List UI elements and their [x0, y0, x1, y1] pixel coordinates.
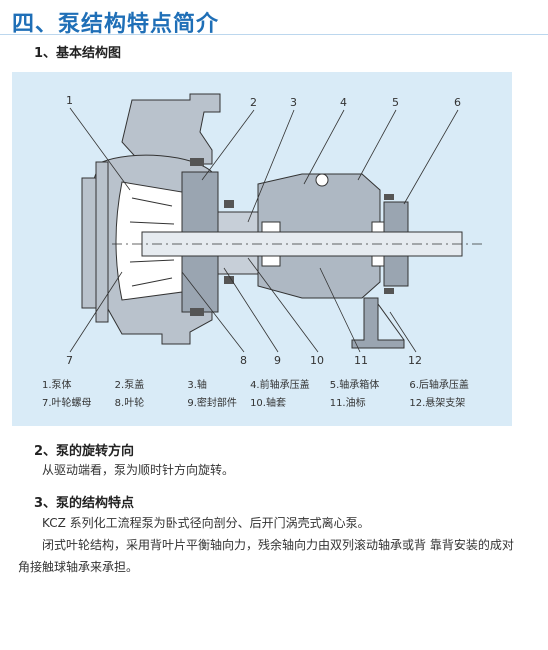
legend-item: 3.轴 [187, 379, 207, 391]
callout-6: 6 [454, 96, 461, 109]
legend-item: 7.叶轮螺母 [42, 397, 92, 409]
features-heading: 3、泵的结构特点 [34, 496, 135, 511]
oil-cup [315, 173, 329, 187]
legend-item: 12.悬架支架 [409, 397, 466, 409]
section-title: 四、泵结构特点简介 [12, 12, 220, 37]
suction-flange-ring [95, 161, 109, 323]
discharge-flange [121, 93, 221, 165]
callout-1: 1 [66, 94, 73, 107]
legend-item: 11.油标 [329, 397, 366, 409]
legend-item: 2.泵盖 [114, 379, 145, 391]
pump-drawing: 1 2 3 4 5 6 7 8 9 10 11 12 [66, 93, 482, 367]
legend-row: 1.泵体 2.泵盖 3.轴 4.前轴承压盖 5.轴承箱体 6.后轴承压盖 [42, 374, 482, 392]
legend-item: 5.轴承箱体 [329, 379, 380, 391]
legend-item: 1.泵体 [42, 379, 72, 391]
callout-2: 2 [250, 96, 257, 109]
legend-item: 4.前轴承压盖 [250, 379, 310, 391]
callout-12: 12 [408, 354, 422, 367]
callout-3: 3 [290, 96, 297, 109]
features-line-2: 闭式叶轮结构，采用背叶片平衡轴向力，残余轴向力由双列滚动轴承或背 靠背安装的成对… [18, 538, 514, 574]
callout-5: 5 [392, 96, 399, 109]
legend-item: 9.密封部件 [187, 397, 237, 409]
bracket-support [351, 297, 405, 349]
pump-structure-diagram: 1 2 3 4 5 6 7 8 9 10 11 12 [12, 72, 512, 426]
features-line-1: KCZ 系列化工流程泵为卧式径向剖分、后开门涡壳式离心泵。 [42, 516, 370, 530]
title-divider [0, 34, 548, 35]
callout-11: 11 [354, 354, 368, 367]
callout-4: 4 [340, 96, 347, 109]
callout-8: 8 [240, 354, 247, 367]
rotation-text: 从驱动端看，泵为顺时针方向旋转。 [42, 463, 235, 477]
rotation-heading: 2、泵的旋转方向 [34, 444, 135, 459]
callout-7: 7 [66, 354, 73, 367]
legend-item: 10.轴套 [250, 397, 286, 409]
legend-item: 8.叶轮 [114, 397, 145, 409]
legend-item: 6.后轴承压盖 [409, 379, 469, 391]
callout-9: 9 [274, 354, 281, 367]
structure-heading: 1、基本结构图 [34, 46, 122, 61]
callout-10: 10 [310, 354, 324, 367]
legend-row: 7.叶轮螺母 8.叶轮 9.密封部件 10.轴套 11.油标 12.悬架支架 [42, 392, 482, 410]
parts-legend: 1.泵体 2.泵盖 3.轴 4.前轴承压盖 5.轴承箱体 6.后轴承压盖 7.叶… [42, 374, 482, 410]
